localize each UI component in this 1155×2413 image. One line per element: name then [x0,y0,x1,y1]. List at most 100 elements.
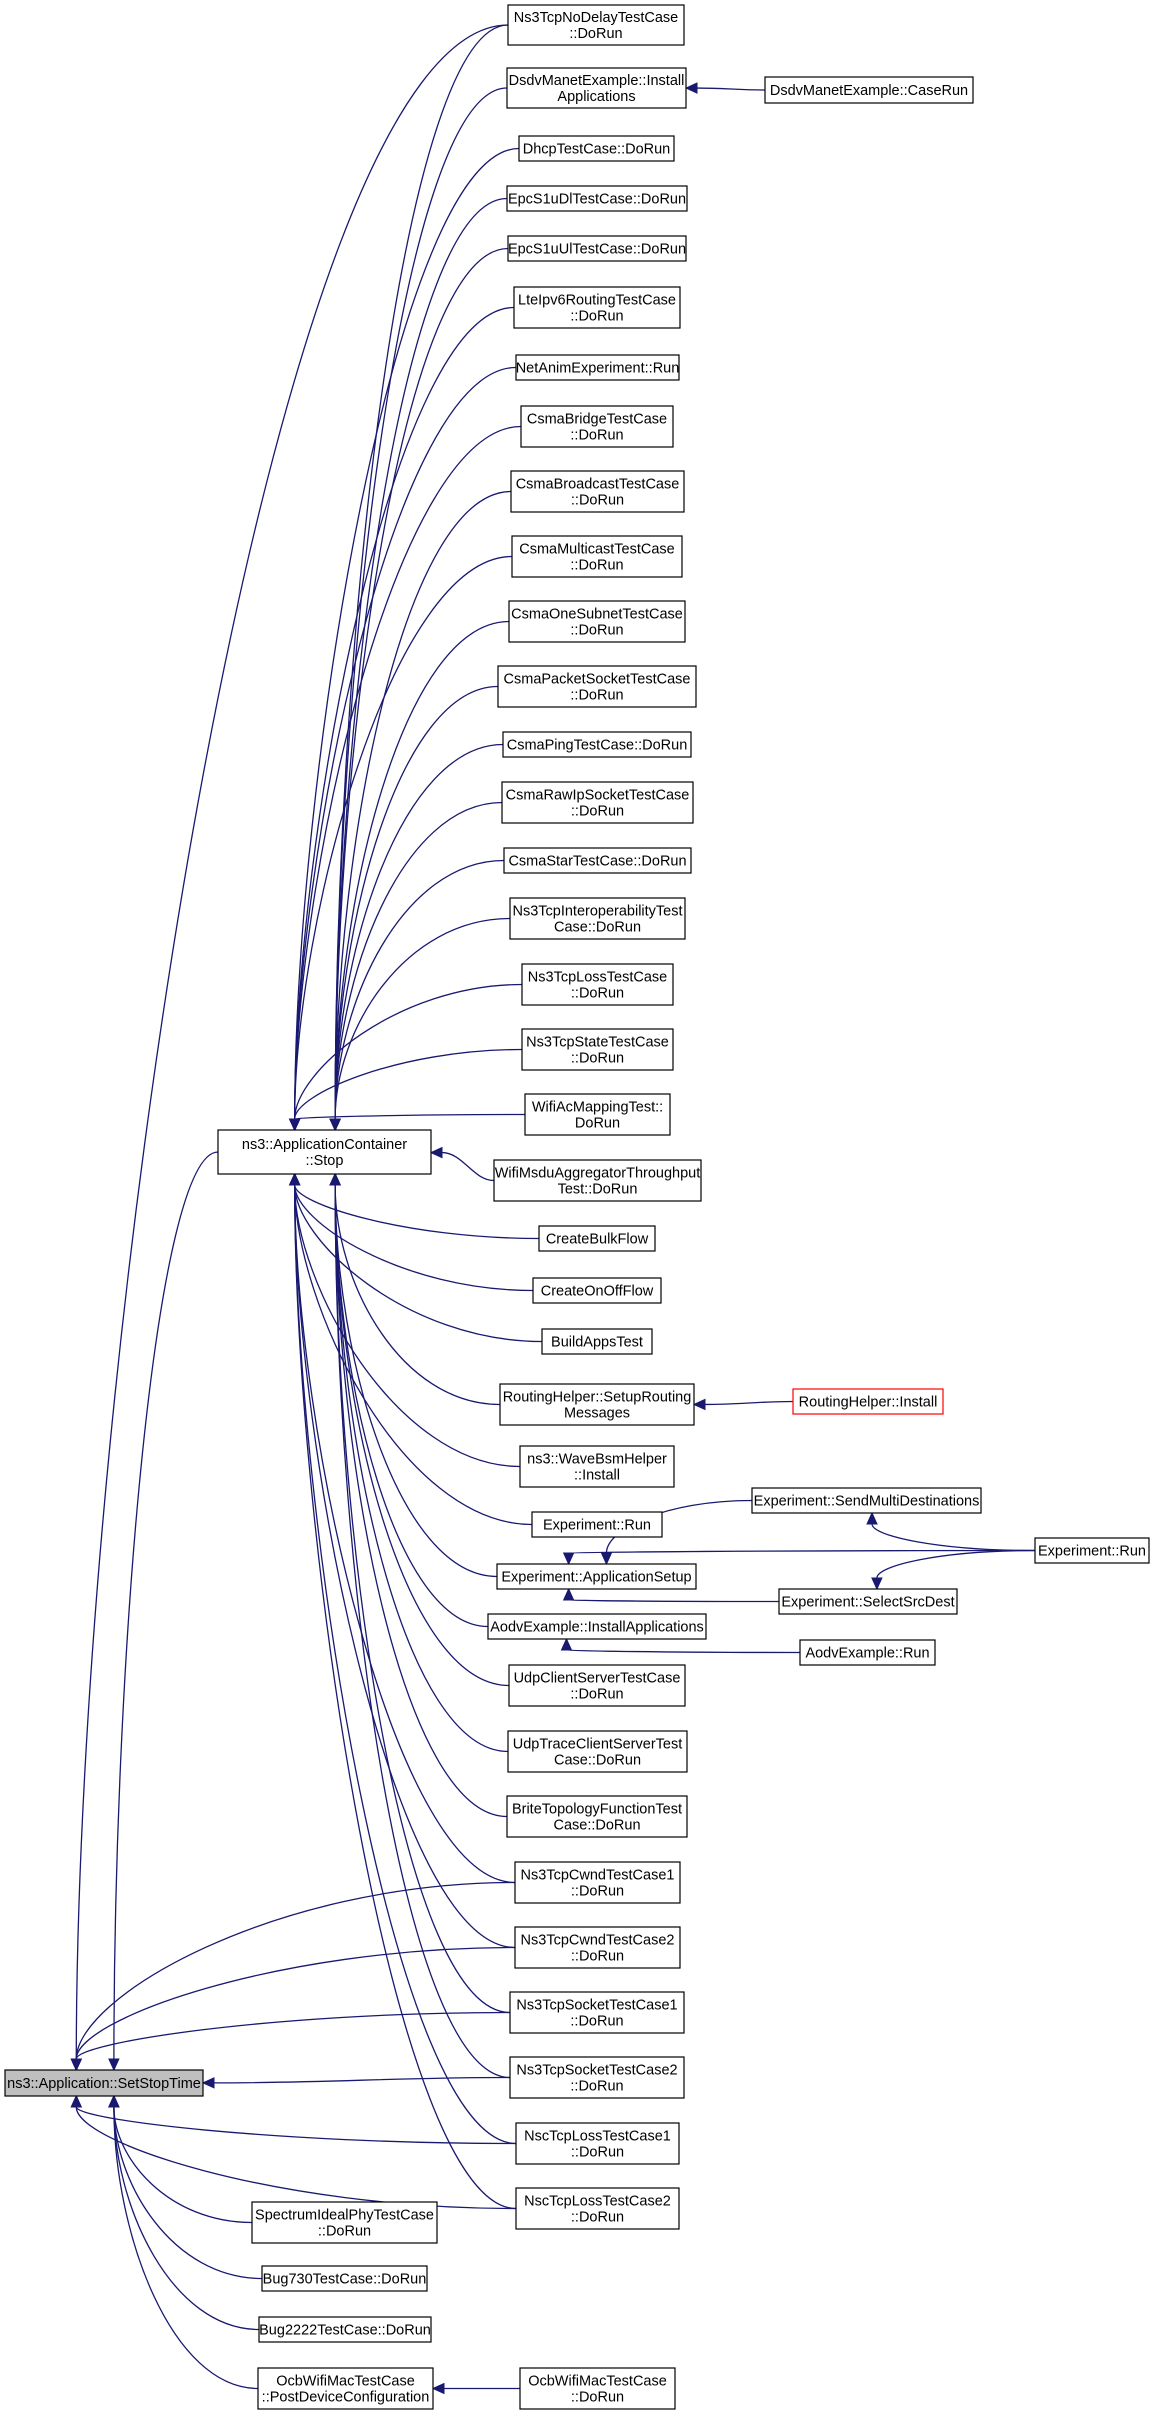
node-label: Case::DoRun [553,1818,640,1834]
node-create-bulk[interactable]: CreateBulkFlow [538,1225,656,1252]
node-nsc-loss2[interactable]: NscTcpLossTestCase2::DoRun [515,2187,680,2230]
node-spectrum[interactable]: SpectrumIdealPhyTestCase::DoRun [251,2201,438,2244]
node-box [507,1730,688,1773]
node-label: Bug730TestCase::DoRun [263,2272,427,2288]
node-csma-broadcast[interactable]: CsmaBroadcastTestCase::DoRun [510,470,685,513]
node-label: DoRun [575,1116,620,1132]
node-label: CreateBulkFlow [546,1232,649,1248]
node-ns3tcp-cwnd2[interactable]: Ns3TcpCwndTestCase2::DoRun [514,1926,681,1969]
edge-line [294,1184,534,1292]
call-edge-ns3tcp_socket1-to-set_stop_time [70,2011,511,2072]
node-label: DhcpTestCase::DoRun [523,142,671,158]
node-csma-bridge[interactable]: CsmaBridgeTestCase::DoRun [520,405,674,448]
node-epc-ul[interactable]: EpcS1uUlTestCase::DoRun [507,235,687,262]
node-dhcp[interactable]: DhcpTestCase::DoRun [518,135,675,162]
node-label: ns3::ApplicationContainer [242,1137,407,1153]
edge-arrowhead [70,2058,83,2072]
node-label: ::DoRun [571,1949,624,1965]
node-box [496,1563,697,1590]
edge-line [294,983,523,1120]
node-box [217,1129,432,1175]
edge-line [294,1184,517,2145]
node-box [251,2201,438,2244]
edge-arrowhead [201,2077,215,2089]
node-label: ::DoRun [570,688,623,704]
node-csma-onesubnet[interactable]: CsmaOneSubnetTestCase::DoRun [508,600,686,643]
node-label: ::DoRun [570,1687,623,1703]
node-nsc-loss1[interactable]: NscTcpLossTestCase1::DoRun [515,2122,680,2165]
node-wavebsm-install[interactable]: ns3::WaveBsmHelper::Install [519,1445,675,1488]
node-box [508,600,686,643]
call-edge-ns3tcp_socket2-to-set_stop_time [201,2076,511,2089]
node-ns3tcp-socket2[interactable]: Ns3TcpSocketTestCase2::DoRun [509,2056,685,2099]
node-app-container-stop[interactable]: ns3::ApplicationContainer::Stop [217,1129,432,1175]
call-edge-app_container_stop-to-set_stop_time [108,1151,219,2072]
edge-line [294,1113,526,1120]
node-exp-sendmulti[interactable]: Experiment::SendMultiDestinations [751,1487,982,1514]
node-box [515,2187,680,2230]
node-ns3tcp-nodelay[interactable]: Ns3TcpNoDelayTestCase::DoRun [507,4,685,46]
node-bug2222[interactable]: Bug2222TestCase::DoRun [258,2316,432,2343]
node-label: Messages [564,1406,630,1422]
node-ocb-postdevice[interactable]: OcbWifiMacTestCase::PostDeviceConfigurat… [257,2367,434,2410]
node-label: ::DoRun [570,2079,623,2095]
node-box [518,135,675,162]
node-create-onoff[interactable]: CreateOnOffFlow [532,1277,662,1304]
node-ns3tcp-loss[interactable]: Ns3TcpLossTestCase::DoRun [521,963,674,1006]
node-label: Case::DoRun [554,920,641,936]
node-csma-multicast[interactable]: CsmaMulticastTestCase::DoRun [511,535,683,578]
node-label: Case::DoRun [554,1753,641,1769]
call-nodes: ns3::Application::SetStopTime ns3::Applic… [4,4,1150,2410]
edge-line [334,743,504,1120]
node-dsdv-caserun[interactable]: DsdvManetExample::CaseRun [764,76,974,104]
edge-line [334,1184,511,2014]
node-csma-packetsocket[interactable]: CsmaPacketSocketTestCase::DoRun [497,665,697,708]
node-label: CsmaMulticastTestCase [519,542,675,558]
node-label: CsmaRawIpSocketTestCase [506,788,690,804]
node-aodv-run[interactable]: AodvExample::Run [799,1639,936,1666]
node-label: ::DoRun [571,1884,624,1900]
node-csma-rawip[interactable]: CsmaRawIpSocketTestCase::DoRun [501,781,694,824]
node-epc-dl[interactable]: EpcS1uDlTestCase::DoRun [506,185,688,212]
edge-arrowhead [329,1118,341,1132]
node-label: Experiment::SelectSrcDest [781,1595,954,1611]
node-label: ::DoRun [571,2210,624,2226]
node-label: UdpClientServerTestCase [514,1671,681,1687]
node-lte-ipv6[interactable]: LteIpv6RoutingTestCase::DoRun [513,286,681,329]
node-experiment-run-a[interactable]: Experiment::Run [531,1511,663,1538]
edge-line [294,1184,516,1949]
node-csma-star[interactable]: CsmaStarTestCase::DoRun [503,847,692,874]
node-wifi-acmapping[interactable]: WifiAcMappingTest::DoRun [524,1093,671,1136]
node-label: CreateOnOffFlow [541,1284,654,1300]
node-bug730[interactable]: Bug730TestCase::DoRun [261,2265,428,2292]
node-dsdv-install[interactable]: DsdvManetExample::InstallApplications [506,67,687,109]
edge-line [75,1881,516,2060]
node-netanim[interactable]: NetAnimExperiment::Run [515,354,680,381]
node-build-apps[interactable]: BuildAppsTest [541,1328,653,1355]
node-ns3tcp-state[interactable]: Ns3TcpStateTestCase::DoRun [521,1028,674,1071]
node-ocb-dorun[interactable]: OcbWifiMacTestCase::DoRun [519,2367,676,2410]
node-ns3tcp-socket1[interactable]: Ns3TcpSocketTestCase1::DoRun [509,1991,685,2034]
node-udp-clientserver[interactable]: UdpClientServerTestCase::DoRun [508,1664,686,1707]
node-label: NscTcpLossTestCase2 [524,2194,671,2210]
node-aodv-install[interactable]: AodvExample::InstallApplications [487,1613,707,1640]
node-box [521,1028,674,1071]
node-csma-ping[interactable]: CsmaPingTestCase::DoRun [502,731,692,758]
call-edge-experiment_run_b-to-exp_appsetup [562,1549,1036,1566]
node-exp-selectsrc[interactable]: Experiment::SelectSrcDest [778,1588,958,1615]
call-edge-routing_install-to-routing_setup [692,1398,794,1411]
node-label: Experiment::ApplicationSetup [501,1570,691,1586]
call-edge-udp_trace-to-app_container_stop [329,1172,509,1753]
node-ns3tcp-cwnd1[interactable]: Ns3TcpCwndTestCase1::DoRun [514,1861,681,1904]
node-exp-appsetup[interactable]: Experiment::ApplicationSetup [496,1563,697,1590]
node-experiment-run-b[interactable]: Experiment::Run [1034,1537,1150,1564]
edge-line [213,2076,511,2084]
node-set-stop-time[interactable]: ns3::Application::SetStopTime [4,2069,204,2097]
node-routing-install[interactable]: RoutingHelper::Install [792,1388,944,1415]
node-box [514,1861,681,1904]
